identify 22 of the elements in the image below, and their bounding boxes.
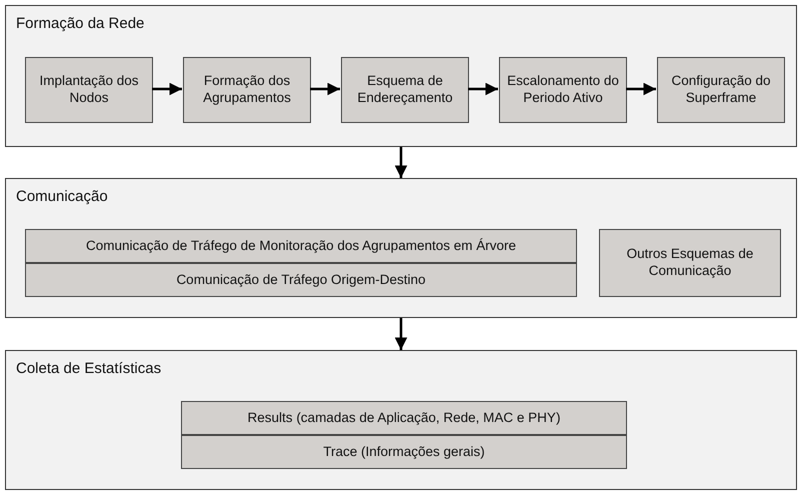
panel-title: Formação da Rede xyxy=(16,15,144,32)
process-box: Implantação dos Nodos xyxy=(25,57,153,123)
arrow xyxy=(394,318,408,350)
panel-title: Comunicação xyxy=(16,188,108,205)
process-box: Escalonamento do Periodo Ativo xyxy=(499,57,627,123)
process-row: Comunicação de Tráfego de Monitoração dos Agrupamentos em Árvore xyxy=(25,229,577,263)
stage-panel xyxy=(5,5,797,147)
stage-panel xyxy=(5,178,797,318)
process-row: Comunicação de Tráfego Origem-Destino xyxy=(25,263,577,297)
arrow xyxy=(626,82,656,96)
panel-title: Coleta de Estatísticas xyxy=(16,360,162,377)
arrow xyxy=(310,82,340,96)
process-box: Formação dos Agrupamentos xyxy=(183,57,311,123)
arrow xyxy=(468,82,498,96)
process-row: Results (camadas de Aplicação, Rede, MAC e PHY) xyxy=(181,401,627,435)
process-row: Trace (Informações gerais) xyxy=(181,435,627,469)
stage-panel xyxy=(5,350,797,490)
process-box: Configuração do Superframe xyxy=(657,57,785,123)
arrow xyxy=(152,82,182,96)
process-box: Outros Esquemas de Comunicação xyxy=(599,229,781,297)
process-box: Esquema de Endereçamento xyxy=(341,57,469,123)
arrow xyxy=(394,147,408,178)
